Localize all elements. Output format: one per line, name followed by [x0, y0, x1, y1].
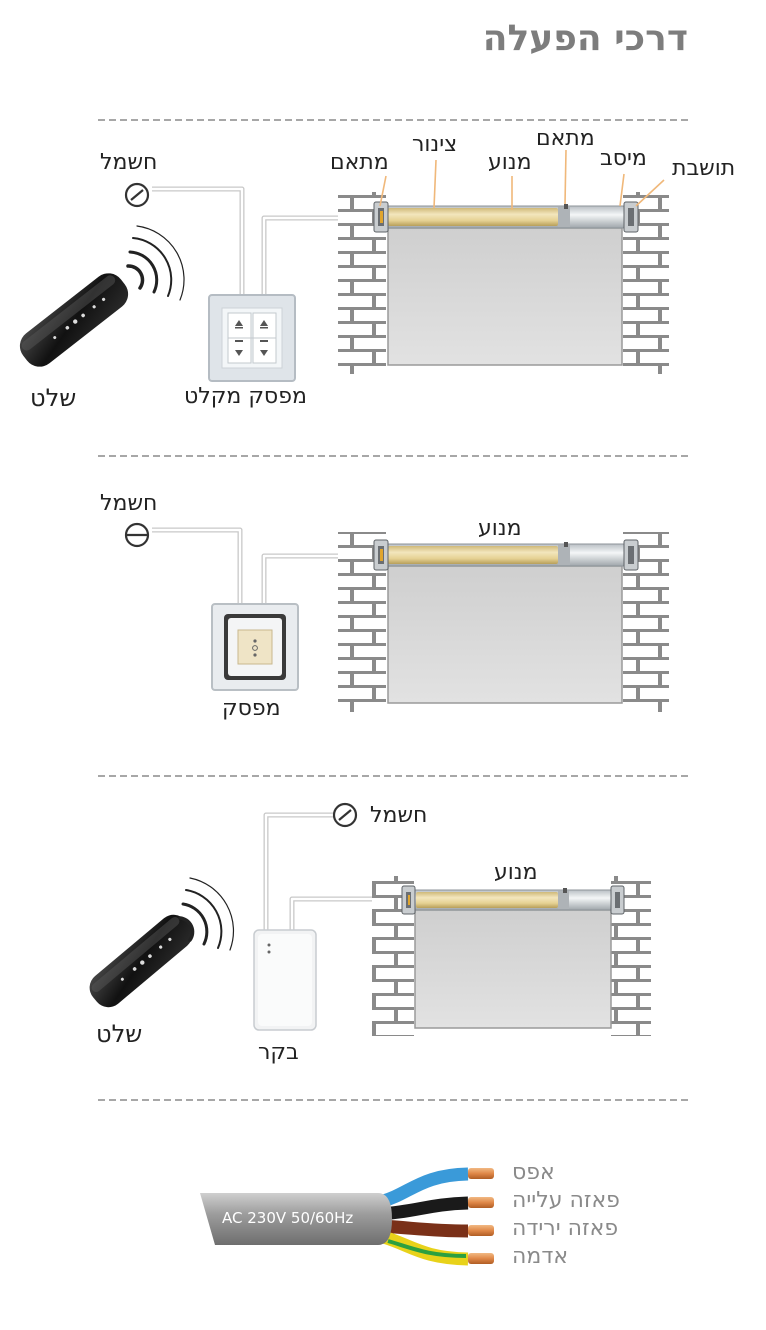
wire-neutral-label: אפס: [512, 1160, 555, 1185]
section3-power-label: חשמל: [370, 803, 428, 828]
section3-controller: [253, 929, 317, 1031]
section1-tube-label: צינור: [412, 132, 458, 157]
section2-switch: [211, 603, 299, 691]
wire-down-phase: [379, 1219, 469, 1238]
section1-bracket-right: [623, 201, 639, 233]
wire-neutral: [378, 1167, 469, 1209]
section2-motor-label: מנוע: [478, 516, 522, 541]
section3-diagram: [89, 802, 651, 1036]
section3-motor-label: מנוע: [494, 860, 538, 885]
section3-shutter: [414, 909, 612, 1029]
section1-bearing-label: מיסב: [600, 146, 647, 171]
section3-signal-icon: [178, 877, 235, 951]
section1-bracket-label: תושבת: [672, 156, 736, 181]
section1-diagram: [19, 149, 669, 382]
page-title: דרכי הפעלה: [482, 18, 688, 59]
wire-down-phase-label: פאזה ירידה: [512, 1216, 619, 1241]
section3-motor-tube: [416, 892, 558, 908]
cable-jacket: [200, 1193, 392, 1245]
wire-earth-label: אדמה: [512, 1244, 569, 1269]
cable-diagram: [200, 1167, 494, 1266]
section2-power-icon: [124, 522, 150, 548]
section2-shutter: [387, 565, 623, 704]
section1-power-icon: [124, 182, 150, 208]
section3-remote-label: שלט: [96, 1020, 143, 1048]
section1-adapter-right-label: מתאם: [536, 126, 595, 151]
wire-up-phase: [379, 1196, 469, 1221]
section2-power-label: חשמל: [100, 491, 158, 516]
section1-bracket-left: [373, 201, 389, 233]
section2-motor-tube: [388, 546, 558, 564]
cable-spec-label: AC 230V 50/60Hz: [222, 1209, 354, 1227]
section1-remote: [19, 273, 129, 367]
section1-signal-icon: [126, 225, 185, 301]
section2-diagram: [124, 522, 669, 712]
section1-remote-label: שלט: [30, 384, 77, 412]
section1-adapter-left-label: מתאם: [330, 150, 389, 175]
section1-switch-label: מפסק מקלט: [184, 384, 307, 409]
section3-remote: [89, 914, 193, 1008]
section1-shutter: [387, 227, 623, 366]
section3-power-icon: [332, 802, 358, 828]
section3-controller-label: בקר: [258, 1040, 299, 1065]
section1-rocker-switch: [208, 294, 296, 382]
section2-switch-label: מפסק: [222, 696, 281, 721]
section1-motor-tube: [388, 208, 558, 226]
wire-up-phase-label: פאזה עלייה: [512, 1188, 620, 1213]
section1-motor-label: מנוע: [488, 150, 532, 175]
section1-power-label: חשמל: [100, 150, 158, 175]
